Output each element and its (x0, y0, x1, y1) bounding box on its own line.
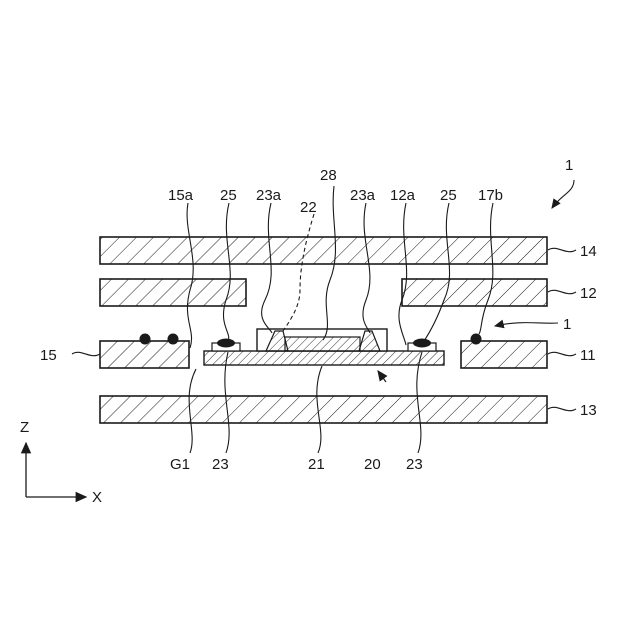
plate-13 (100, 396, 547, 423)
label-1-mid: 1 (563, 316, 571, 333)
leader-12a (399, 203, 407, 345)
chip-28 (285, 337, 360, 351)
label-23-left: 23 (212, 456, 229, 473)
plate-15-left-portion (100, 341, 189, 368)
leader-25-left (223, 203, 230, 341)
arrow-20 (378, 371, 386, 382)
arrow-1-mid (495, 323, 558, 326)
leader-22 (283, 214, 314, 331)
leader-15a (187, 203, 193, 348)
leader-11 (548, 352, 576, 355)
label-12: 12 (580, 285, 597, 302)
leader-14 (548, 248, 576, 251)
leader-17b (479, 203, 493, 334)
label-12a: 12a (390, 187, 416, 204)
label-G1: G1 (170, 456, 190, 473)
label-15: 15 (40, 347, 57, 364)
plate-12-left (100, 279, 246, 306)
label-23-right: 23 (406, 456, 423, 473)
label-13: 13 (580, 402, 597, 419)
dot-left-1 (140, 334, 151, 345)
solder-25-right (413, 339, 431, 348)
leader-23a-left (262, 203, 272, 333)
axis-label-z: Z (20, 419, 29, 436)
label-14: 14 (580, 243, 597, 260)
label-23a-left: 23a (256, 187, 282, 204)
leader-12 (548, 290, 576, 293)
arrow-1-top (552, 180, 574, 208)
leader-13 (548, 407, 576, 410)
label-1-top: 1 (565, 157, 573, 174)
label-20: 20 (364, 456, 381, 473)
label-28: 28 (320, 167, 337, 184)
label-22: 22 (300, 199, 317, 216)
label-25-right: 25 (440, 187, 457, 204)
plate-14 (100, 237, 547, 264)
label-25-left: 25 (220, 187, 237, 204)
leader-23a-right (363, 203, 370, 333)
plate-11-right-portion (461, 341, 547, 368)
dot-left-2 (168, 334, 179, 345)
label-15a: 15a (168, 187, 194, 204)
leader-15 (72, 352, 100, 355)
solder-25-left (217, 339, 235, 348)
label-17b: 17b (478, 187, 503, 204)
leader-25-right (424, 203, 450, 341)
label-11: 11 (580, 347, 596, 364)
substrate-21 (204, 351, 444, 365)
label-23a-right: 23a (350, 187, 376, 204)
label-21: 21 (308, 456, 325, 473)
plate-12-right (402, 279, 547, 306)
dot-right-17b (471, 334, 482, 345)
axis-label-x: X (92, 489, 102, 506)
